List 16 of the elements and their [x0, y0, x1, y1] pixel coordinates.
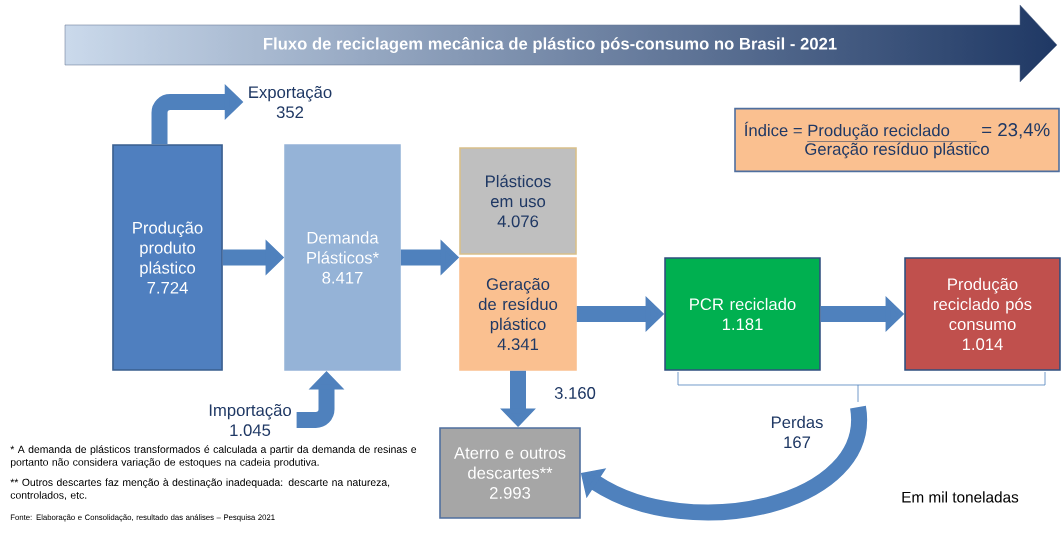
process-box: Demanda Plásticos* 8.417 — [284, 144, 401, 371]
flow-label: Importação 1.045 — [209, 403, 291, 437]
formula-box: Índice = Produção reciclado = 23,4% Geração resíduo plástico — [734, 107, 1060, 173]
process-box: Produção reciclado pós consumo 1.014 — [904, 257, 1061, 371]
edge-label: Perdas 167 — [771, 415, 823, 449]
unit-note: Em mil toneladas — [902, 491, 1019, 503]
footnote: * A demanda de plásticos transformados é calculada a partir da demanda de resinas e portanto não considera variação de estoques na cadeia produtiva. — [10, 445, 417, 468]
process-box: Geração de resíduo plástico 4.341 — [459, 257, 577, 371]
footnote: ** Outros descartes faz menção à destinação inadequada: descarte na natureza, controlados, etc. — [10, 478, 390, 501]
process-box: Plásticos em uso 4.076 — [459, 147, 577, 255]
process-box: PCR reciclado 1.181 — [664, 257, 821, 371]
flow-label: Exportação 352 — [249, 85, 332, 119]
process-box: Aterro e outros descartes** 2.993 — [439, 427, 581, 519]
edge-label: 3.160 — [554, 387, 596, 399]
bracket — [677, 371, 1046, 403]
process-box: Produção produto plástico 7.724 — [112, 144, 223, 371]
